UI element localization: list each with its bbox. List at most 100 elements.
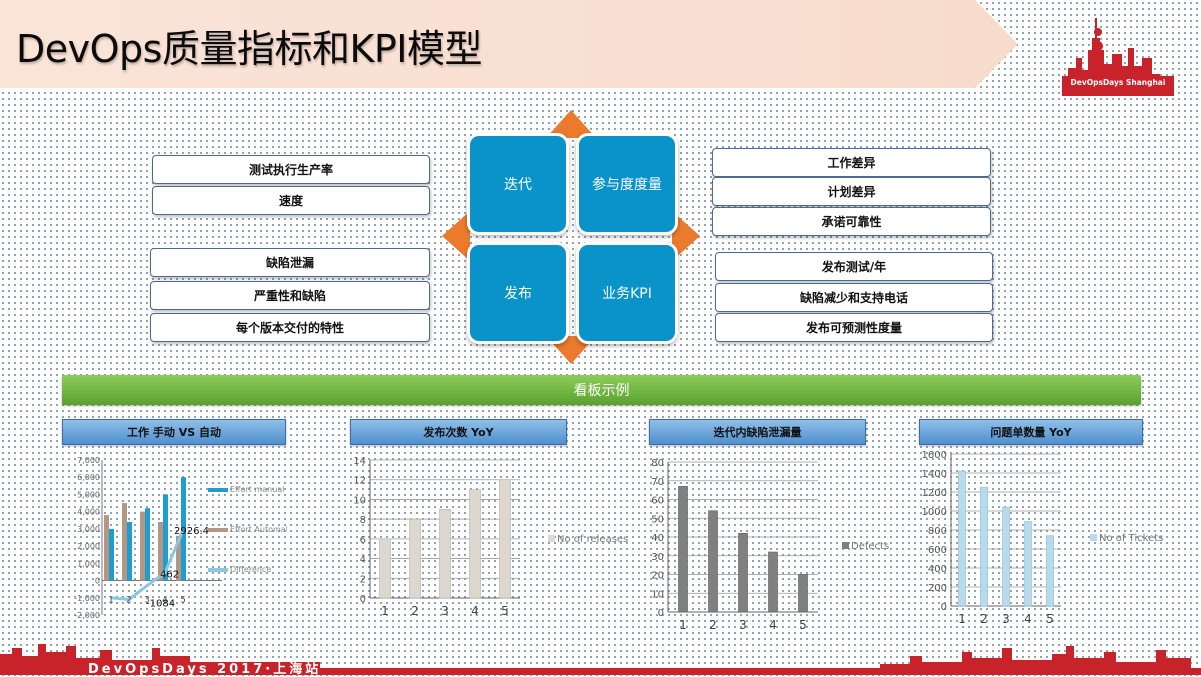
y-tick-label: 0	[658, 608, 664, 619]
x-tick-label: 1	[381, 604, 389, 618]
y-tick-label: 0	[95, 577, 100, 586]
y-tick-label: 30	[651, 552, 664, 563]
y-tick-label: 6	[360, 535, 366, 546]
x-tick-label: 4	[471, 604, 479, 618]
x-tick-label: 4	[162, 596, 168, 606]
legend-swatch	[548, 535, 555, 542]
y-tick-label: 2,000	[77, 542, 100, 551]
bar	[980, 486, 988, 607]
legend-label: No of Tickets	[1099, 533, 1163, 544]
bar	[176, 535, 181, 581]
y-tick-label: 4	[360, 555, 366, 566]
y-tick-label: 40	[651, 533, 664, 544]
y-tick-label: 2	[360, 574, 366, 585]
x-tick-label: 3	[441, 604, 449, 618]
data-label: 2926.4	[174, 526, 209, 537]
x-tick-label: 3	[144, 596, 150, 606]
legend-swatch	[1090, 534, 1097, 541]
metric-box: 计划差异	[712, 177, 991, 206]
legend-label: No of releases	[557, 534, 628, 545]
y-tick-label: 4,000	[77, 508, 100, 517]
y-tick-label: 1,000	[77, 559, 100, 568]
y-tick-label: -2,000	[74, 611, 100, 620]
y-tick-label: 1000	[922, 507, 947, 518]
legend-label: Difference	[230, 565, 271, 574]
chart-title: 问题单数量 YoY	[919, 419, 1143, 445]
legend-label: Effort Automation	[230, 525, 287, 534]
footer-skyline	[0, 644, 1201, 675]
bar	[1002, 506, 1010, 607]
legend-swatch	[208, 568, 228, 572]
page-title: DevOps质量指标和KPI模型	[16, 27, 483, 71]
y-tick-label: 80	[651, 458, 664, 469]
quadrant-release: 发布	[467, 242, 569, 344]
bar	[798, 574, 808, 613]
difference-line	[110, 529, 185, 602]
legend-label: Defects	[851, 541, 889, 552]
y-tick-label: 200	[928, 583, 947, 594]
bar	[109, 528, 114, 581]
bar	[678, 486, 688, 613]
y-tick-label: 0	[941, 602, 947, 613]
bar	[145, 508, 150, 581]
bar	[122, 503, 127, 581]
legend-swatch	[208, 488, 228, 492]
x-tick-label: 5	[1046, 612, 1054, 626]
bar	[439, 508, 451, 599]
bar	[1024, 521, 1032, 607]
bar	[409, 518, 421, 599]
metric-box: 速度	[152, 186, 430, 215]
y-tick-label: 20	[651, 571, 664, 582]
arrow-up	[546, 110, 596, 138]
footer-caption: DevOpsDays 2017·上海站	[88, 662, 322, 677]
y-tick-label: 3,000	[77, 525, 100, 534]
chart-title: 工作 手动 VS 自动	[62, 419, 286, 445]
bar	[708, 510, 718, 613]
bar	[181, 477, 186, 581]
metric-box: 缺陷减少和支持电话	[715, 283, 993, 312]
y-tick-label: -1,000	[74, 594, 100, 603]
x-tick-label: 2	[709, 618, 717, 632]
y-tick-label: 0	[360, 594, 366, 605]
x-tick-label: 1	[108, 596, 114, 606]
x-tick-label: 3	[739, 618, 747, 632]
y-tick-label: 70	[651, 477, 664, 488]
legend-swatch	[208, 528, 228, 532]
y-tick-label: 1400	[922, 469, 947, 480]
x-tick-label: 3	[1002, 612, 1010, 626]
quadrant-engagement: 参与度度量	[576, 133, 678, 235]
metric-box: 缺陷泄漏	[150, 248, 430, 277]
y-tick-label: 5,000	[77, 490, 100, 499]
x-tick-label: 2	[980, 612, 988, 626]
y-tick-label: 1600	[922, 450, 947, 461]
bar	[499, 479, 511, 599]
arrow-right	[672, 211, 700, 261]
x-tick-label: 2	[126, 596, 132, 606]
quadrant-business-kpi: 业务KPI	[576, 242, 678, 344]
logo-caption: DevOpsDays Shanghai	[1070, 78, 1166, 87]
x-tick-label: 1	[679, 618, 687, 632]
y-tick-label: 400	[928, 564, 947, 575]
y-tick-label: 14	[353, 456, 366, 467]
chart-title: 迭代内缺陷泄漏量	[649, 419, 866, 445]
bar	[140, 511, 145, 581]
y-tick-label: 600	[928, 545, 947, 556]
bar	[469, 489, 481, 599]
bar	[158, 522, 163, 581]
metric-box: 严重性和缺陷	[150, 281, 430, 310]
chart-effort: 7,0006,0005,0004,0003,0002,0001,0000-1,0…	[74, 456, 287, 620]
bar	[958, 470, 966, 607]
metric-box: 每个版本交付的特性	[150, 313, 430, 342]
metric-box: 发布测试/年	[715, 252, 993, 281]
x-tick-label: 5	[180, 596, 186, 606]
bar	[163, 494, 168, 581]
bar	[127, 522, 132, 581]
bar	[738, 532, 748, 613]
quadrant-iteration: 迭代	[467, 133, 569, 235]
legend-swatch	[842, 542, 849, 549]
title-banner	[0, 0, 1018, 88]
y-tick-label: 800	[928, 526, 947, 537]
